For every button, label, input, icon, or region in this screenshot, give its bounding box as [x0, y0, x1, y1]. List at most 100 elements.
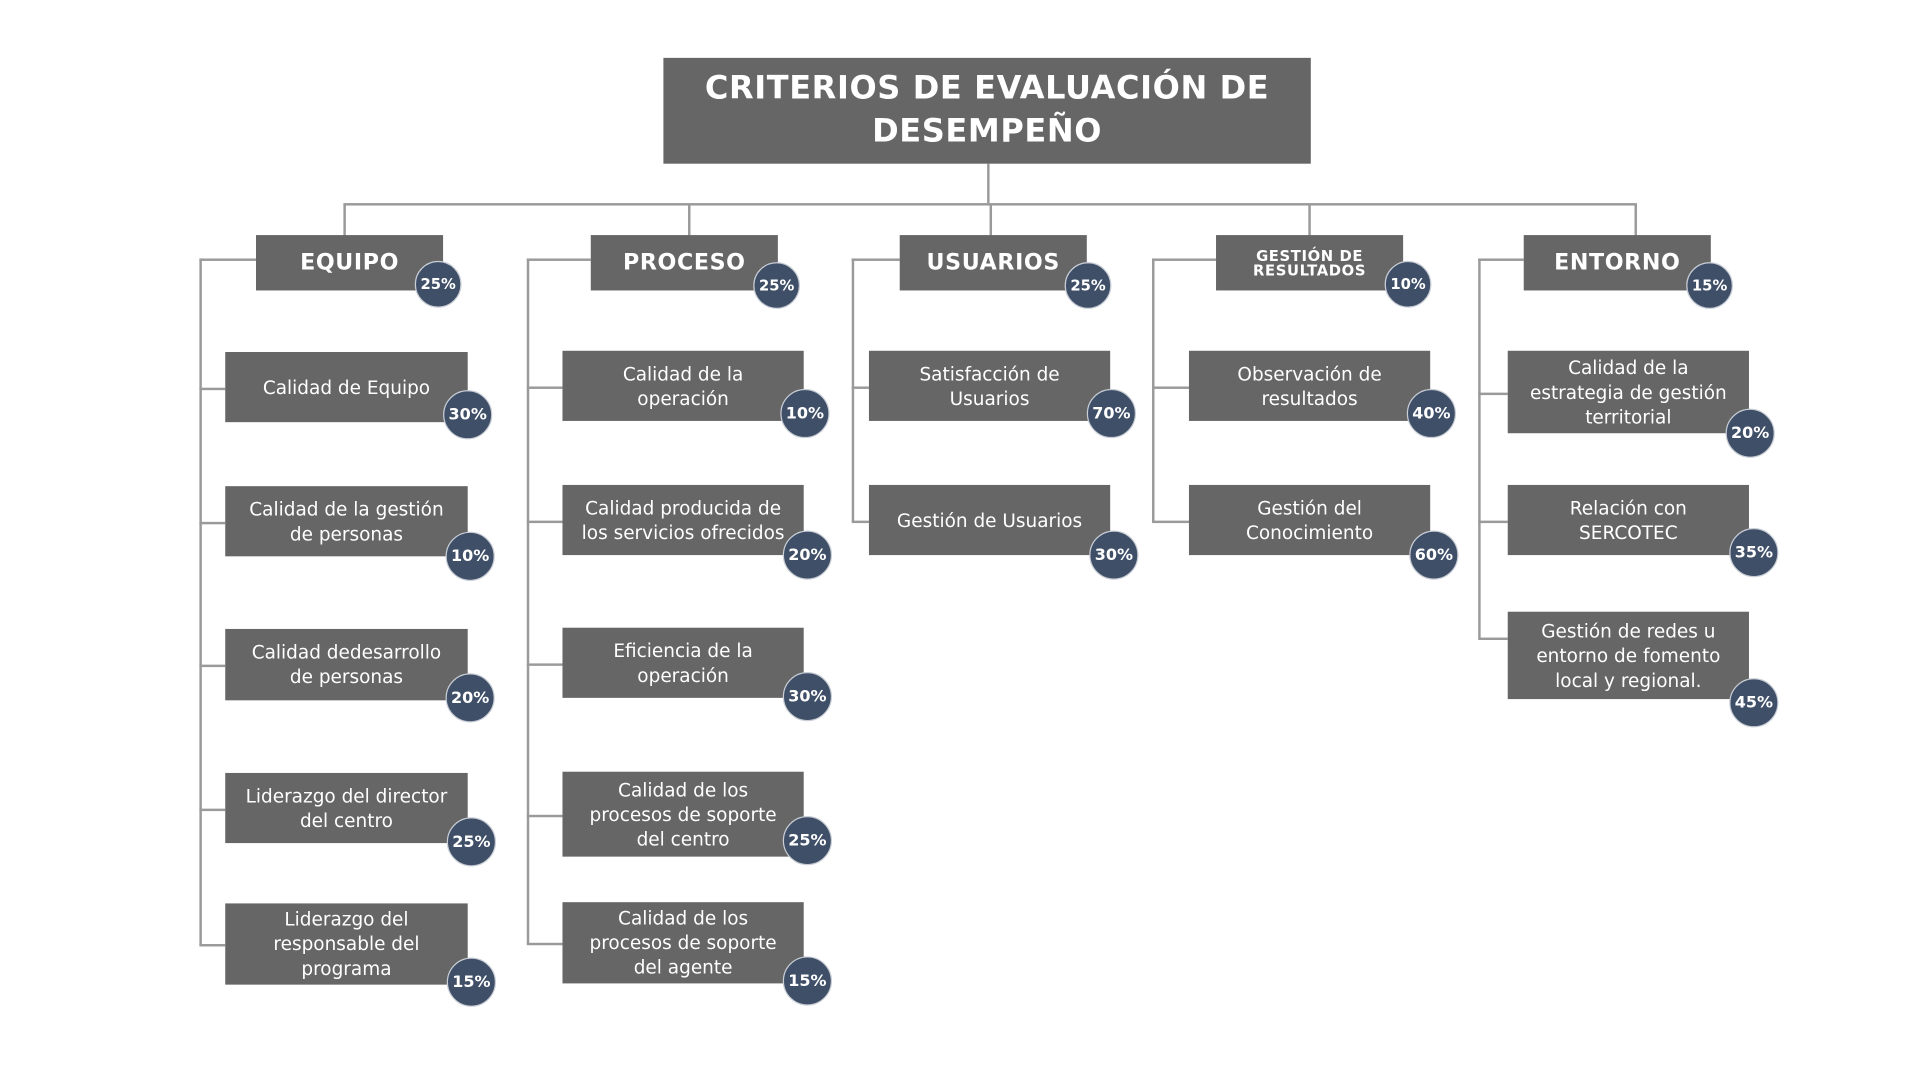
category-equipo: EQUIPO	[256, 235, 444, 291]
child-connector	[1478, 636, 1508, 640]
criterion-weight-badge: 45%	[1729, 678, 1779, 728]
criterion-label: Observación de resultados	[1237, 362, 1382, 410]
proceso-trunk-line	[526, 258, 530, 945]
criterion-weight-badge: 15%	[782, 956, 833, 1006]
criterion-box: Gestión de Usuarios	[868, 484, 1111, 556]
criterion-weight-badge: 40%	[1406, 388, 1457, 439]
category-entorno: ENTORNO	[1523, 235, 1711, 291]
criterion-box: Gestión del Conocimiento	[1188, 484, 1431, 556]
usuarios-drop-connector	[989, 204, 993, 237]
criterion-weight-badge: 30%	[443, 390, 493, 440]
category-label: ENTORNO	[1554, 249, 1681, 276]
child-connector	[526, 814, 563, 817]
criterion-label: Satisfacción de Usuarios	[919, 362, 1060, 410]
child-connector	[1152, 385, 1189, 389]
equipo-drop-connector	[343, 204, 346, 237]
criterion-box: Eficiencia de la operación	[562, 627, 804, 698]
category-weight-badge: 15%	[1686, 262, 1733, 309]
usuarios-trunk-line	[851, 258, 855, 522]
criterion-box: Calidad de la estrategia de gestión terr…	[1507, 350, 1749, 434]
criterion-box: Liderazgo del director del centro	[225, 772, 468, 844]
category-weight-badge: 25%	[753, 262, 801, 309]
criterion-label: Liderazgo del director del centro	[245, 784, 448, 832]
gestion-resultados-trunk-top	[1152, 258, 1217, 261]
criterion-weight-badge: 30%	[782, 672, 833, 722]
chart-title-text: CRITERIOS DE EVALUACIÓN DE DESEMPEÑO	[704, 70, 1270, 151]
criterion-box: Calidad producida de los servicios ofrec…	[562, 484, 804, 556]
criterion-box: Observación de resultados	[1188, 350, 1431, 421]
criterion-box: Satisfacción de Usuarios	[868, 350, 1111, 421]
proceso-drop-connector	[688, 204, 691, 237]
child-connector	[526, 942, 563, 946]
category-label: USUARIOS	[926, 249, 1060, 276]
category-label: PROCESO	[622, 249, 746, 276]
category-label: GESTIÓN DE RESULTADOS	[1253, 246, 1367, 279]
criterion-weight-badge: 10%	[780, 388, 830, 439]
gestion-resultados-drop-connector	[1308, 204, 1311, 237]
criterion-label: Calidad de los procesos de soporte del a…	[589, 907, 777, 979]
criterion-box: Calidad de la operación	[562, 350, 804, 421]
title-connector	[987, 163, 990, 206]
child-connector	[851, 385, 869, 389]
criterion-label: Gestión de redes u entorno de fomento lo…	[1536, 619, 1721, 692]
child-connector	[199, 944, 226, 947]
child-connector	[199, 521, 226, 524]
chart-title: CRITERIOS DE EVALUACIÓN DE DESEMPEÑO	[663, 57, 1311, 164]
criterion-label: Calidad de la operación	[622, 362, 744, 410]
criterion-label: Relación con SERCOTEC	[1569, 496, 1687, 544]
criterion-weight-badge: 10%	[445, 531, 495, 581]
criterion-box: Calidad de la gestión de personas	[225, 486, 468, 557]
criterion-weight-badge: 25%	[446, 817, 497, 867]
entorno-drop-connector	[1634, 204, 1637, 237]
criterion-weight-badge: 15%	[446, 957, 497, 1007]
child-connector	[199, 387, 226, 390]
criterion-box: Gestión de redes u entorno de fomento lo…	[1507, 611, 1749, 700]
category-label: EQUIPO	[300, 249, 400, 276]
criterion-label: Calidad de Equipo	[262, 376, 431, 399]
criterion-weight-badge: 25%	[782, 816, 833, 866]
child-connector	[199, 808, 226, 811]
child-connector	[1478, 392, 1508, 395]
child-connector	[526, 662, 563, 666]
criterion-weight-badge: 35%	[1729, 528, 1779, 578]
criterion-box: Relación con SERCOTEC	[1507, 484, 1749, 556]
criterion-label: Calidad producida de los servicios ofrec…	[581, 496, 785, 544]
category-weight-badge: 25%	[1064, 262, 1112, 309]
proceso-trunk-top	[526, 258, 591, 261]
criterion-label: Gestión del Conocimiento	[1245, 496, 1374, 544]
entorno-trunk-top	[1478, 258, 1524, 261]
criterion-box: Calidad de los procesos de soporte del a…	[562, 902, 804, 984]
criterion-label: Eficiencia de la operación	[613, 639, 753, 687]
equipo-trunk-top	[199, 258, 257, 261]
category-weight-badge: 10%	[1384, 260, 1432, 308]
criterion-weight-badge: 20%	[782, 530, 833, 580]
criterion-label: Liderazgo del responsable del programa	[273, 908, 420, 980]
category-proceso: PROCESO	[590, 235, 778, 291]
category-gestion-resultados: GESTIÓN DE RESULTADOS	[1216, 235, 1404, 291]
criterion-box: Liderazgo del responsable del programa	[225, 903, 468, 985]
child-connector	[526, 385, 563, 389]
child-connector	[851, 520, 869, 523]
usuarios-trunk-top	[851, 258, 900, 261]
criterion-label: Calidad de la estrategia de gestión terr…	[1529, 356, 1727, 428]
criterion-label: Calidad dedesarrollo de personas	[251, 641, 442, 689]
child-connector	[199, 664, 226, 668]
criterion-label: Calidad de la gestión de personas	[249, 497, 444, 545]
criterion-label: Calidad de los procesos de soporte del c…	[589, 778, 777, 850]
equipo-trunk-line	[199, 258, 202, 946]
criterion-weight-badge: 20%	[445, 673, 495, 723]
criterion-weight-badge: 30%	[1089, 530, 1139, 580]
criterion-weight-badge: 70%	[1086, 388, 1137, 439]
child-connector	[526, 520, 563, 523]
category-usuarios: USUARIOS	[899, 235, 1087, 291]
criterion-box: Calidad de Equipo	[225, 352, 468, 423]
criterion-box: Calidad dedesarrollo de personas	[225, 628, 468, 701]
category-weight-badge: 25%	[414, 260, 462, 308]
child-connector	[1478, 520, 1508, 523]
criterion-label: Gestión de Usuarios	[896, 508, 1083, 532]
gestion-resultados-trunk-line	[1152, 258, 1155, 522]
child-connector	[1152, 520, 1189, 523]
entorno-trunk-line	[1478, 258, 1481, 639]
criterion-weight-badge: 60%	[1409, 530, 1459, 580]
